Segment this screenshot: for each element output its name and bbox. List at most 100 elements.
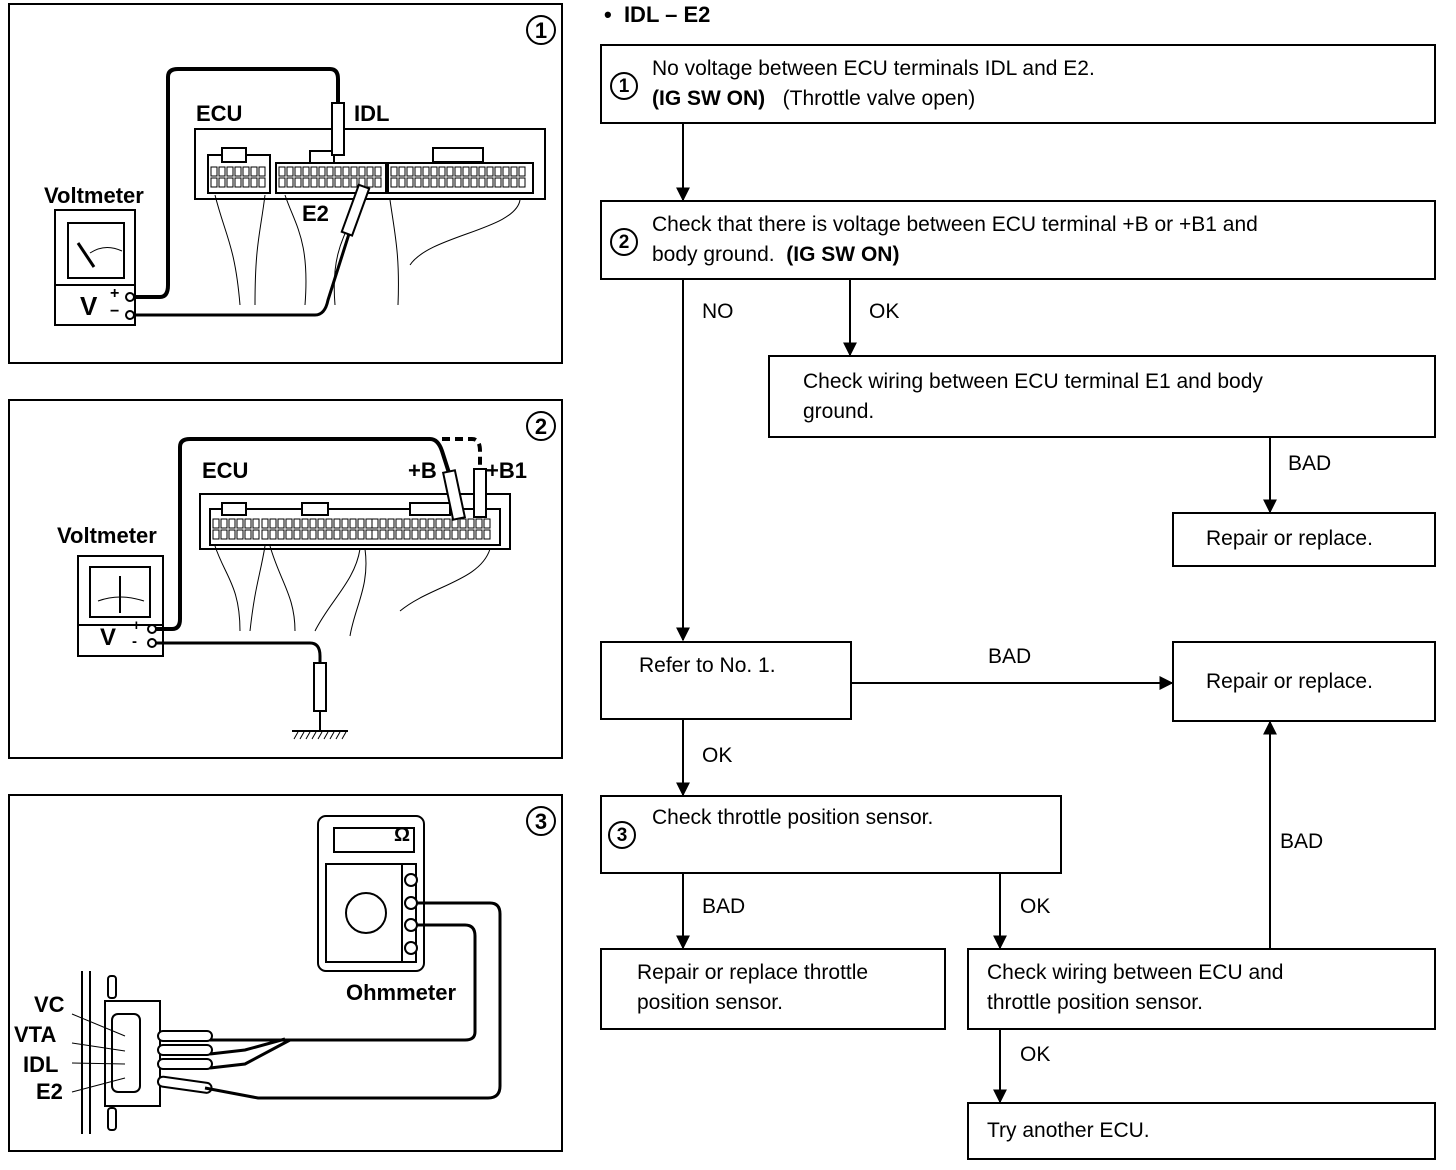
connector-pin — [478, 166, 486, 177]
ohmmeter-lead-1 — [204, 901, 502, 1100]
connector-pin — [419, 529, 427, 540]
connector-pin — [310, 166, 318, 177]
connector-pin — [358, 166, 366, 177]
figure-number-badge: 1 — [526, 15, 556, 45]
connector-pin — [302, 177, 310, 188]
minus-terminal-label: - — [132, 633, 137, 650]
ohm-symbol: Ω — [394, 824, 411, 846]
repair-tps-line1: Repair or replace throttle — [637, 961, 869, 984]
connector-pin — [419, 518, 427, 529]
connector-pin — [502, 177, 510, 188]
connector-pin — [379, 529, 387, 540]
connector-pin — [459, 529, 467, 540]
connector-pin — [278, 166, 286, 177]
connector-pin — [478, 177, 486, 188]
ohmmeter-lead-2 — [210, 923, 477, 1042]
ecu-label: ECU — [196, 101, 243, 126]
ecu-label: ECU — [202, 458, 249, 483]
connector-pin — [483, 529, 491, 540]
step3-text: Check throttle position sensor. — [652, 806, 934, 829]
connector-pin — [278, 177, 286, 188]
connector-pin — [250, 177, 258, 188]
connector-pin — [210, 177, 218, 188]
connector-pin — [430, 177, 438, 188]
bullet-icon: • — [604, 2, 612, 27]
heading-text: IDL – E2 — [623, 2, 711, 27]
connector-pin — [462, 166, 470, 177]
connector-pin — [333, 518, 341, 529]
connector-pin — [398, 166, 406, 177]
connector-pin — [318, 177, 326, 188]
connector-pin — [357, 518, 365, 529]
connector-pin — [301, 529, 309, 540]
minus-terminal-label: − — [110, 303, 120, 320]
connector-pin — [218, 177, 226, 188]
connector-pin — [406, 166, 414, 177]
connector-pin — [467, 518, 475, 529]
connector-pin — [212, 529, 220, 540]
connector-pin — [317, 518, 325, 529]
b1-probe — [473, 468, 487, 518]
connector-pin — [234, 166, 242, 177]
connector-pin — [459, 518, 467, 529]
connector-pin — [467, 529, 475, 540]
connector-pin — [236, 529, 244, 540]
connector-pin — [438, 166, 446, 177]
repair-tps-line2: position sensor. — [637, 991, 783, 1014]
connector-pin — [379, 518, 387, 529]
connector-pin — [349, 518, 357, 529]
edge-label-ok: OK — [869, 300, 900, 323]
connector-pin — [302, 166, 310, 177]
ground-hatch — [317, 731, 323, 740]
connector-pin — [341, 529, 349, 540]
connector-pin — [387, 518, 395, 529]
connector-pin — [293, 529, 301, 540]
connector-pin — [277, 518, 285, 529]
repair-tps-box: Repair or replace throttle position sens… — [600, 948, 946, 1030]
idl-label: IDL — [354, 101, 390, 126]
connector-pin — [454, 177, 462, 188]
connector-pin — [350, 166, 358, 177]
connector-pin — [494, 177, 502, 188]
e2-probe — [340, 183, 371, 237]
negative-lead — [150, 641, 322, 669]
connector-pin — [414, 177, 422, 188]
ground-hatch — [311, 731, 317, 740]
connector-pin — [220, 518, 228, 529]
connector-pin — [309, 529, 317, 540]
connector-pin — [387, 529, 395, 540]
connector-pin — [366, 166, 374, 177]
connector-pin — [226, 177, 234, 188]
connector-pin — [470, 177, 478, 188]
step-number-badge: 1 — [610, 72, 638, 100]
connector-pin — [252, 518, 260, 529]
connector-pin — [244, 518, 252, 529]
connector-pin — [422, 166, 430, 177]
connector-pin — [357, 529, 365, 540]
connector-pin — [430, 166, 438, 177]
connector-pin — [510, 177, 518, 188]
connector-pin — [446, 177, 454, 188]
try-ecu-box: Try another ECU. — [967, 1102, 1436, 1160]
figure-number-badge: 2 — [526, 411, 556, 441]
ground-hatch — [323, 731, 329, 740]
connector-pin — [244, 529, 252, 540]
connector-pin — [294, 166, 302, 177]
connector-pin — [438, 177, 446, 188]
connector-pin — [403, 529, 411, 540]
connector-pin — [390, 166, 398, 177]
connector-pin — [371, 518, 379, 529]
connector-pin — [258, 177, 266, 188]
edge-label-bad: BAD — [988, 645, 1032, 668]
connector-pin — [269, 529, 277, 540]
step2-line2-text: body ground. — [652, 243, 775, 266]
connector-pin — [414, 166, 422, 177]
b-probe — [441, 469, 467, 521]
repair-box-2: Repair or replace. — [1172, 641, 1436, 722]
ig-sw-on-note: (IG SW ON) — [786, 243, 900, 266]
connector-pin — [374, 177, 382, 188]
connector-pin — [398, 177, 406, 188]
connector-pin — [250, 166, 258, 177]
repair-text: Repair or replace. — [1206, 670, 1373, 693]
